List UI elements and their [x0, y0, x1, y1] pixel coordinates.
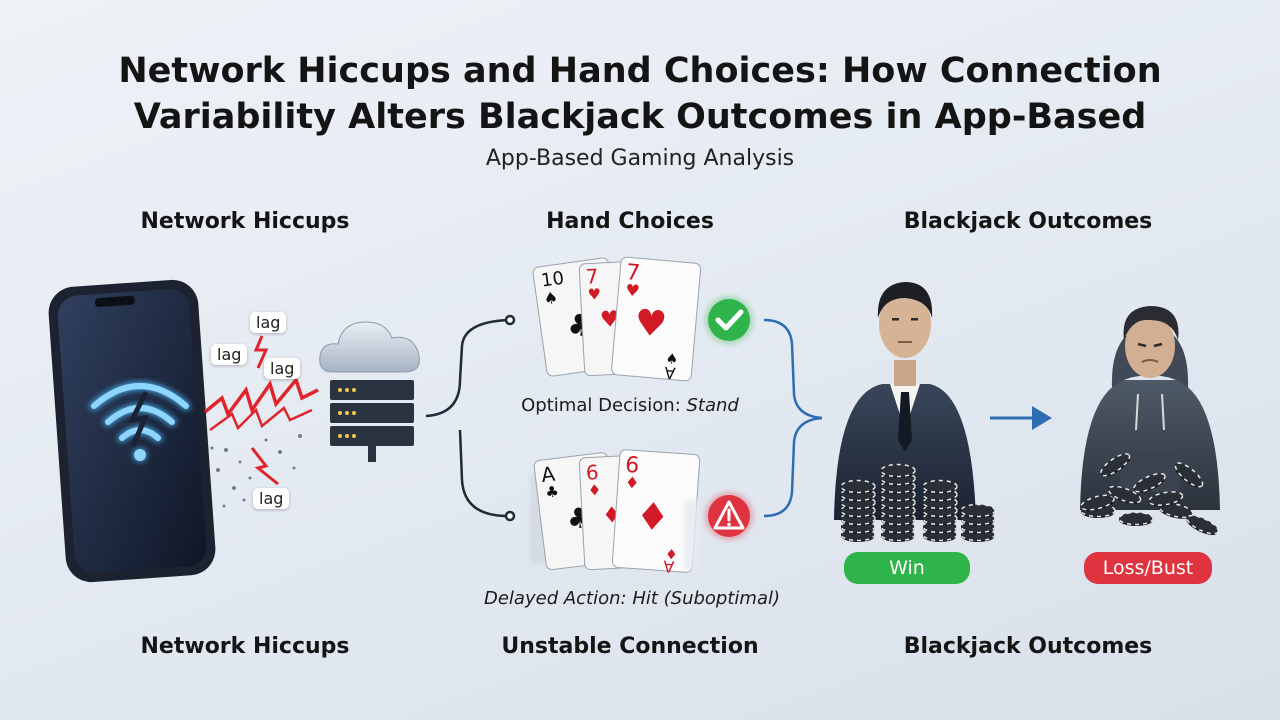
optimal-decision-prefix: Optimal Decision: — [521, 395, 687, 416]
card-rank: 7 — [585, 264, 599, 289]
page-title: Network Hiccups and Hand Choices: How Co… — [0, 48, 1280, 140]
noise-dots — [210, 434, 302, 508]
svg-text:♠: ♠ — [665, 351, 679, 368]
title-line-2: Variability Alters Blackjack Outcomes in… — [133, 97, 1147, 137]
wifi-icon — [89, 381, 191, 462]
lightning-icon — [203, 335, 319, 486]
card-rank: A — [540, 462, 557, 488]
svg-text:♥: ♥ — [625, 280, 641, 300]
svg-text:♦: ♦ — [664, 547, 678, 564]
footer-network-hiccups: Network Hiccups — [140, 634, 350, 659]
branch-connector — [425, 314, 516, 522]
loss-bust-badge: Loss/Bust — [1084, 552, 1212, 584]
card-rank: 6 — [585, 460, 599, 485]
card-rank: 7 — [625, 260, 641, 286]
top-hand-cards: 10 ♠ ♣ 7 ♥ ♥ 7 ♥ ♥ ♠ A — [532, 256, 702, 383]
card-rank-bottom: A — [663, 557, 675, 577]
svg-text:♥: ♥ — [587, 285, 601, 304]
lag-label: lag — [250, 312, 287, 333]
title-line-1: Network Hiccups and Hand Choices: How Co… — [118, 51, 1162, 91]
svg-text:♣: ♣ — [544, 482, 560, 502]
optimal-decision-caption: Optimal Decision: Stand — [505, 395, 755, 416]
optimal-decision-action: Stand — [686, 395, 739, 416]
svg-text:♦: ♦ — [587, 481, 601, 500]
lag-label: lag — [253, 488, 290, 509]
svg-text:♥: ♥ — [633, 302, 669, 346]
svg-text:♠: ♠ — [542, 288, 559, 309]
footer-unstable-connection: Unstable Connection — [501, 634, 759, 659]
heading-hand-choices: Hand Choices — [546, 209, 714, 234]
svg-text:♦: ♦ — [634, 494, 671, 540]
heading-network-hiccups: Network Hiccups — [140, 209, 350, 234]
cloud-icon — [319, 321, 420, 373]
card-rank: 10 — [540, 268, 566, 292]
card-rank: 6 — [624, 453, 640, 479]
merge-connector — [763, 318, 823, 518]
server-icon — [330, 380, 414, 462]
bottom-hand-cards: A ♣ ♣ 6 ♦ ♦ 6 ♦ ♦ ♦ A — [530, 449, 701, 577]
svg-text:♦: ♦ — [624, 473, 640, 493]
heading-blackjack-outcomes: Blackjack Outcomes — [903, 209, 1153, 234]
subtitle: App-Based Gaming Analysis — [485, 146, 795, 171]
card-rank-bottom: A — [664, 363, 677, 383]
arrow-right-icon — [990, 406, 1052, 430]
win-badge: Win — [844, 552, 970, 584]
footer-blackjack-outcomes: Blackjack Outcomes — [903, 634, 1153, 659]
delayed-action-caption: Delayed Action: Hit (Suboptimal) — [484, 588, 780, 609]
lag-label: lag — [264, 358, 301, 379]
check-icon — [705, 296, 753, 344]
warning-icon — [705, 492, 753, 540]
lag-label: lag — [211, 344, 248, 365]
